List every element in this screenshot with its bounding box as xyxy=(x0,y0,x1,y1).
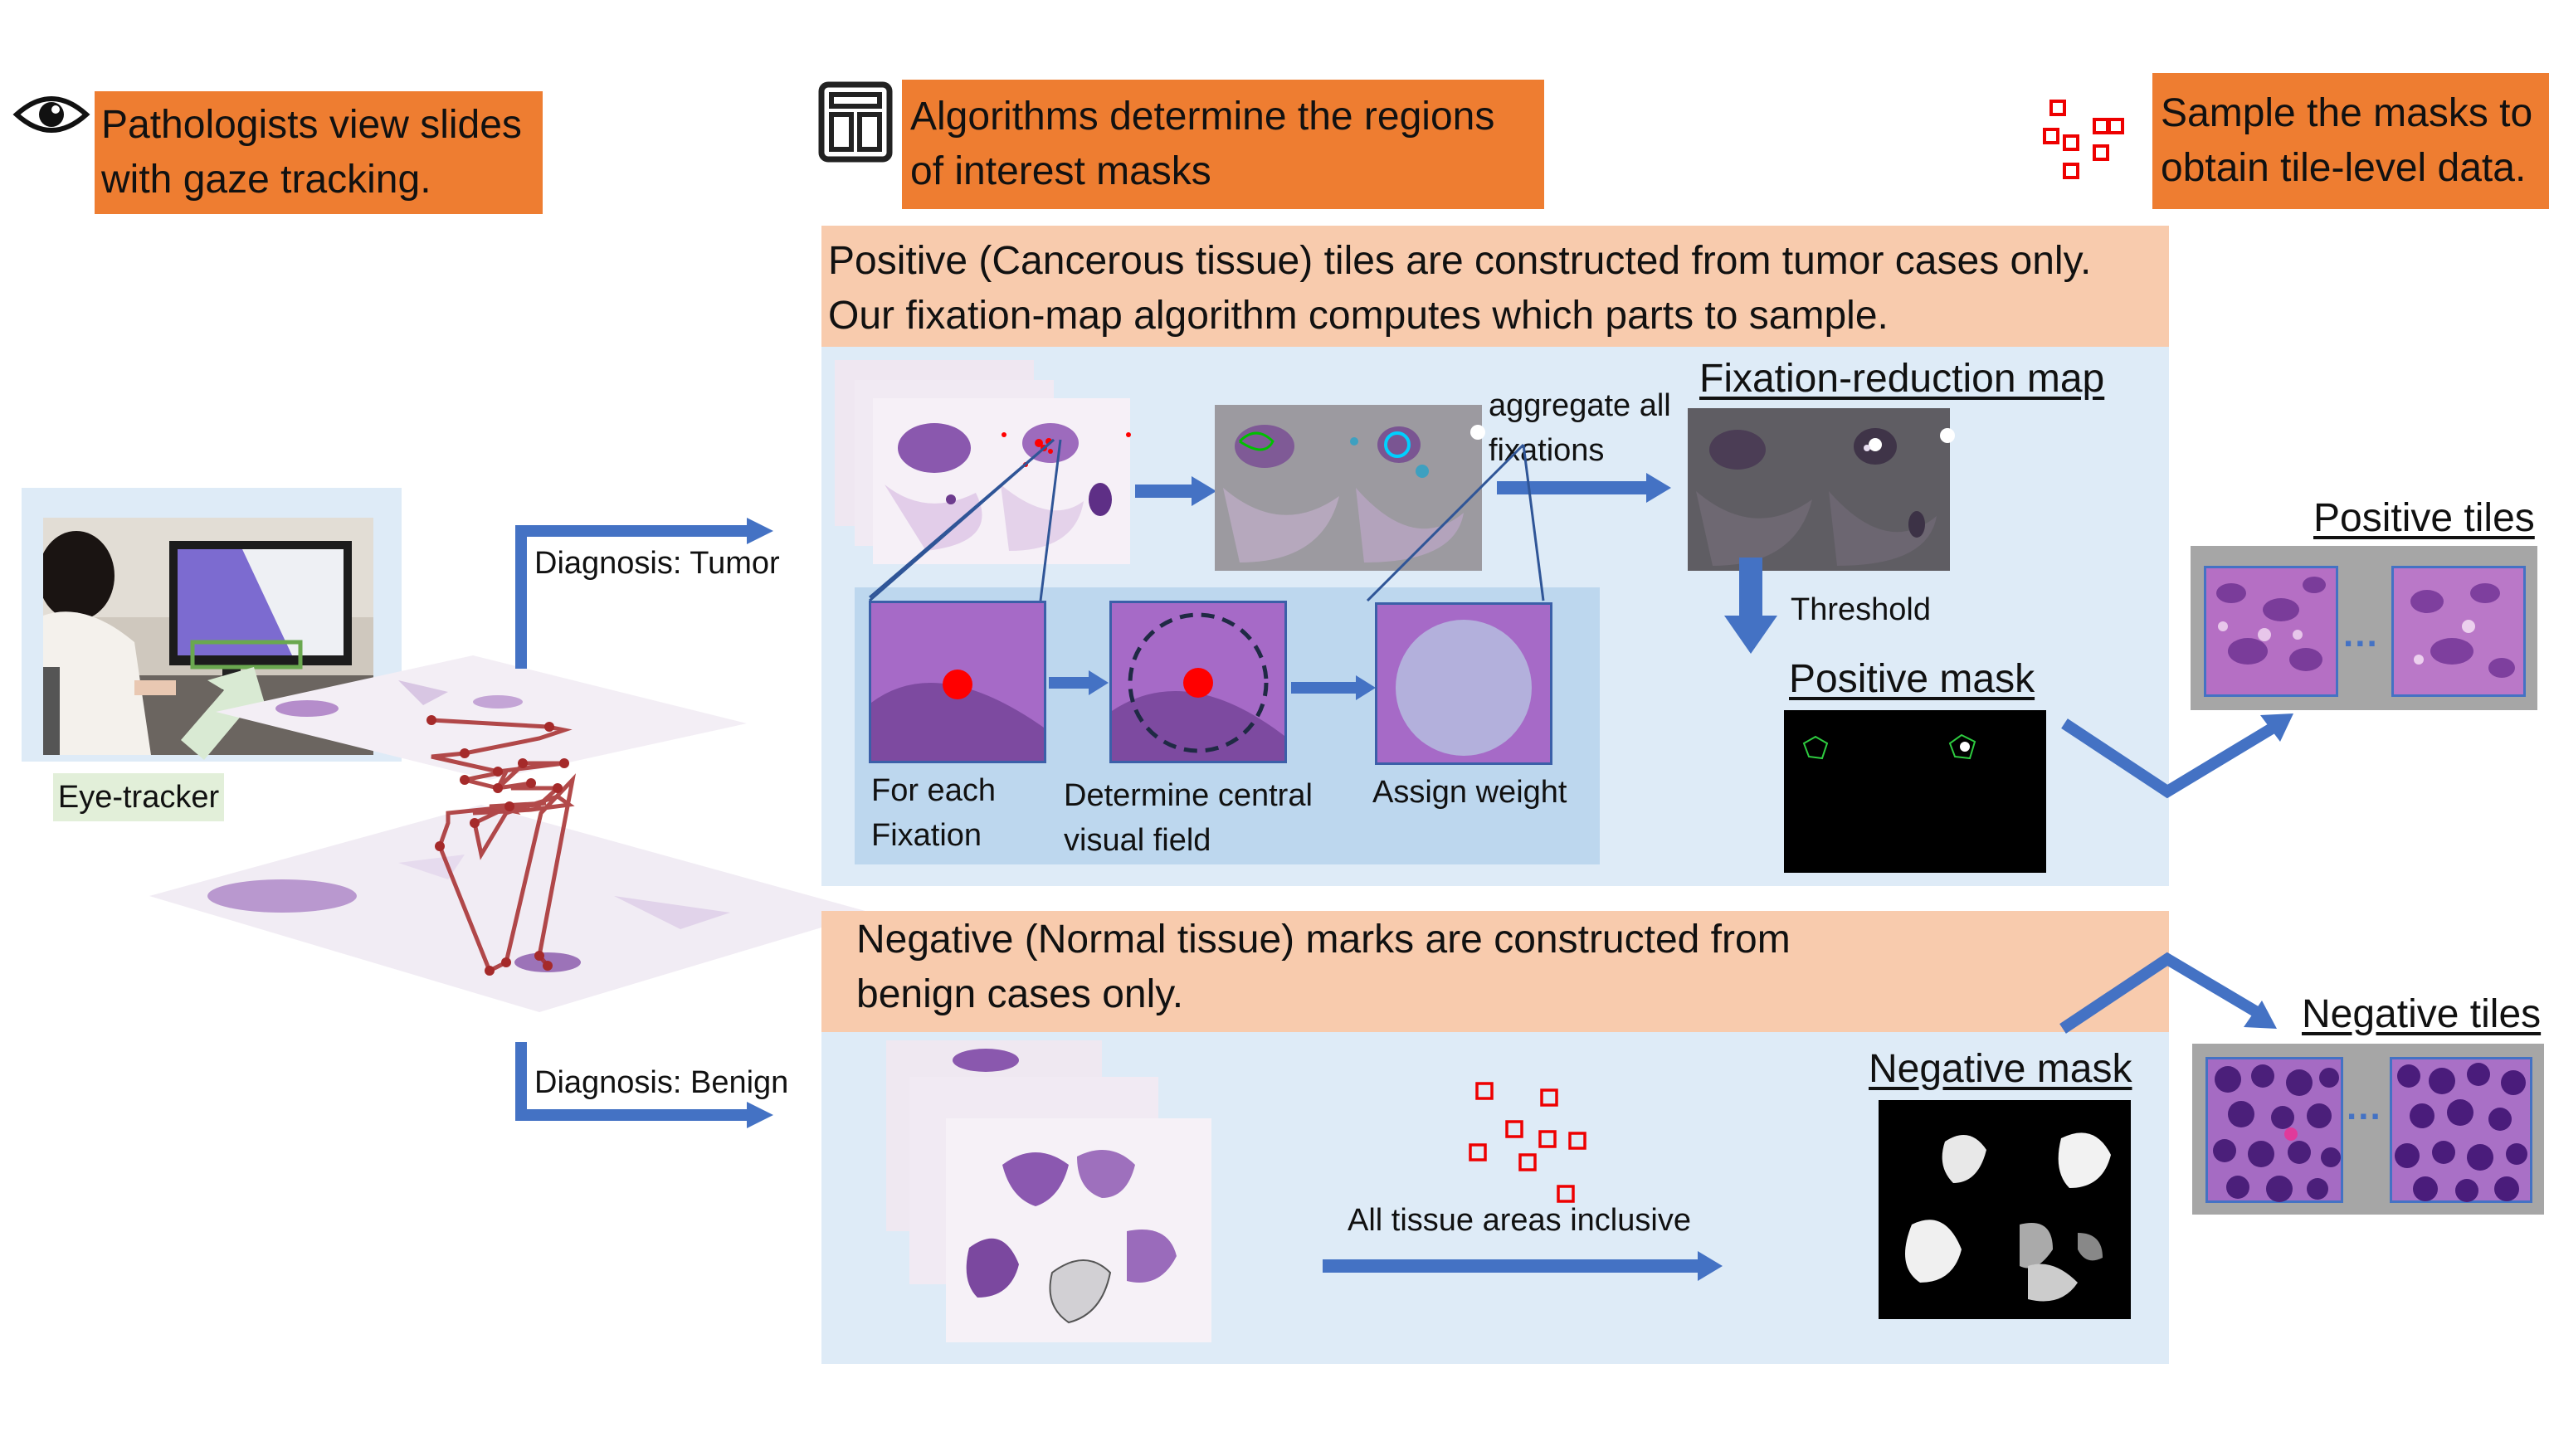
step-weight-label: Assign weight xyxy=(1372,775,1567,810)
diagnosis-benign-arrow xyxy=(511,1042,777,1133)
tumor-slide-stack xyxy=(835,360,1133,567)
step-fixation-label: For each Fixation xyxy=(871,768,996,858)
zoom-connector-lines xyxy=(863,438,1577,622)
diagnosis-benign-label: Diagnosis: Benign xyxy=(534,1065,789,1100)
fixation-map-title: Fixation-reduction map xyxy=(1699,357,2105,401)
arrow-to-fixation-overlay xyxy=(1135,476,1218,506)
positive-description-line1: Positive (Cancerous tissue) tiles are co… xyxy=(828,239,2092,283)
negative-tile-2 xyxy=(2390,1057,2532,1203)
negative-description-box: Negative (Normal tissue) marks are const… xyxy=(821,911,2169,1032)
positive-tile-1 xyxy=(2204,566,2338,697)
eye-tracker-label-box: Eye-tracker xyxy=(53,773,224,821)
slide-stack-illustration xyxy=(149,647,871,1029)
positive-tiles-ellipsis: ... xyxy=(2343,614,2379,655)
arrow-to-positive-tiles xyxy=(2061,712,2293,803)
threshold-label: Threshold xyxy=(1791,592,1931,627)
step-visual-line2: visual field xyxy=(1064,823,1211,858)
step1-box: Pathologists view slides with gaze track… xyxy=(95,91,543,214)
step2-text: Algorithms determine the regions of inte… xyxy=(910,95,1495,193)
negative-mask-image xyxy=(1879,1100,2131,1319)
reduction-map-white-dot xyxy=(1940,428,1955,443)
step3-text: Sample the masks to obtain tile-level da… xyxy=(2161,91,2533,190)
diagnosis-tumor-label: Diagnosis: Tumor xyxy=(534,546,780,581)
step-fixation-line2: Fixation xyxy=(871,818,982,853)
benign-slide-stack xyxy=(886,1040,1215,1347)
aggregate-line1: aggregate all xyxy=(1489,388,1671,423)
positive-tiles-title: Positive tiles xyxy=(2313,496,2535,540)
step2-box: Algorithms determine the regions of inte… xyxy=(902,80,1544,209)
negative-tile-1 xyxy=(2205,1057,2343,1203)
negative-tiles-ellipsis: ... xyxy=(2347,1087,2382,1127)
negative-tiles-title: Negative tiles xyxy=(2302,992,2542,1036)
weight-tile xyxy=(1375,602,1552,765)
step3-box: Sample the masks to obtain tile-level da… xyxy=(2152,73,2549,209)
overlay-white-dot xyxy=(1470,425,1485,440)
eye-icon xyxy=(12,90,90,139)
arrow-to-fixation-reduction-map xyxy=(1497,473,1673,503)
all-tissue-label: All tissue areas inclusive xyxy=(1348,1203,1691,1238)
positive-mask-image xyxy=(1784,710,2046,873)
positive-tile-2 xyxy=(2391,566,2526,697)
eye-tracker-label: Eye-tracker xyxy=(57,780,220,815)
aggregate-label: aggregate all fixations xyxy=(1489,383,1671,473)
positive-description-box: Positive (Cancerous tissue) tiles are co… xyxy=(821,226,2169,347)
sample-squares-icon xyxy=(2043,100,2126,183)
fixation-overlay-map xyxy=(1215,405,1482,571)
layout-icon xyxy=(818,81,893,163)
positive-mask-title: Positive mask xyxy=(1789,657,2035,701)
visual-field-tile xyxy=(1109,601,1287,763)
threshold-arrow xyxy=(1724,558,1777,655)
negative-description-line1: Negative (Normal tissue) marks are const… xyxy=(856,918,1791,962)
arrow-to-negative-tiles xyxy=(2059,946,2279,1037)
fixation-tile xyxy=(869,601,1046,763)
fixation-reduction-map xyxy=(1688,408,1950,571)
step-visual-line1: Determine central xyxy=(1064,778,1313,813)
step-visual-label: Determine central visual field xyxy=(1064,773,1313,863)
diagnosis-tumor-arrow xyxy=(511,514,777,672)
aggregate-line2: fixations xyxy=(1489,433,1605,468)
negative-description-line2: benign cases only. xyxy=(856,972,1184,1016)
arrow-tile1-to-tile2 xyxy=(1049,670,1110,695)
arrow-to-negative-mask xyxy=(1323,1251,1724,1281)
step1-text: Pathologists view slides with gaze track… xyxy=(101,103,522,202)
step-fixation-line1: For each xyxy=(871,773,996,808)
sample-squares-cluster xyxy=(1465,1079,1598,1203)
arrow-tile2-to-tile3 xyxy=(1291,675,1377,700)
positive-description-line2: Our fixation-map algorithm computes whic… xyxy=(828,294,1889,338)
negative-mask-title: Negative mask xyxy=(1869,1047,2132,1091)
